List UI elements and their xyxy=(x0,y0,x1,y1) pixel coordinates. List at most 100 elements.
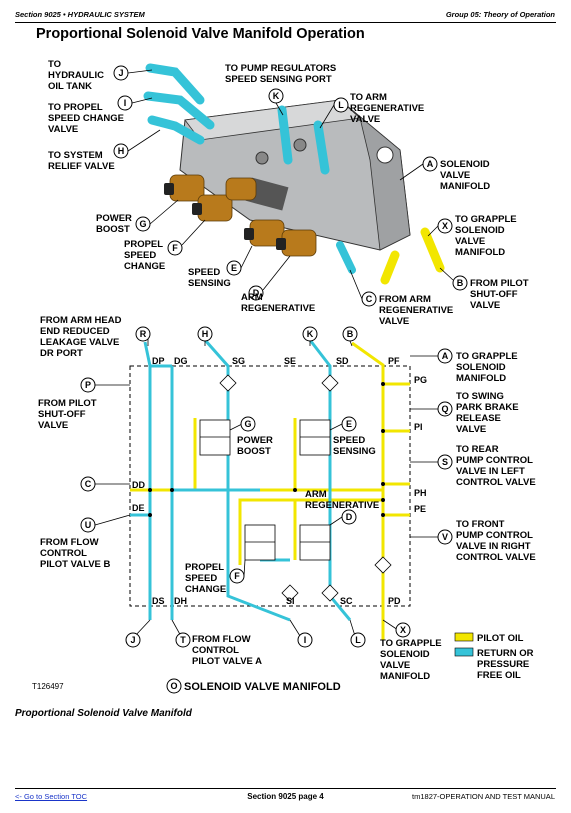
callout-L: L xyxy=(350,632,366,648)
svg-text:X: X xyxy=(400,625,406,635)
callout-I-top: I xyxy=(117,95,133,111)
callout-D-top: D xyxy=(248,285,264,301)
port-DS: DS xyxy=(152,596,165,606)
svg-text:C: C xyxy=(85,479,92,489)
svg-text:R: R xyxy=(140,329,147,339)
port-SG: SG xyxy=(232,356,245,366)
callout-R: R xyxy=(135,326,151,342)
callout-C-top: C xyxy=(361,291,377,307)
port-DD: DD xyxy=(132,480,145,490)
figure-id: T126497 xyxy=(32,682,64,691)
port-SD: SD xyxy=(336,356,349,366)
svg-text:L: L xyxy=(338,100,344,110)
svg-text:P: P xyxy=(85,380,91,390)
callout-I: I xyxy=(297,632,313,648)
port-SC: SC xyxy=(340,596,353,606)
svg-text:D: D xyxy=(346,512,353,522)
manual-title: tm1827-OPERATION AND TEST MANUAL xyxy=(412,792,555,801)
port-PE: PE xyxy=(414,504,426,514)
callout-L-top: L xyxy=(333,97,349,113)
callout-B: B xyxy=(342,326,358,342)
callout-A: A xyxy=(437,348,453,364)
callout-Q: Q xyxy=(437,401,453,417)
svg-text:H: H xyxy=(118,146,125,156)
callout-G: G xyxy=(240,416,256,432)
figure-caption: Proportional Solenoid Valve Manifold xyxy=(15,708,192,719)
callout-U: U xyxy=(80,517,96,533)
port-DE: DE xyxy=(132,503,145,513)
callout-V: V xyxy=(437,529,453,545)
header-section: Section 9025 • HYDRAULIC SYSTEM xyxy=(15,10,145,19)
callout-K: K xyxy=(302,326,318,342)
callout-X: X xyxy=(395,622,411,638)
svg-text:I: I xyxy=(304,635,307,645)
svg-text:L: L xyxy=(355,635,361,645)
svg-text:K: K xyxy=(307,329,314,339)
svg-text:H: H xyxy=(202,329,209,339)
callout-C: C xyxy=(80,476,96,492)
callout-T: T xyxy=(175,632,191,648)
svg-text:D: D xyxy=(253,288,260,298)
svg-text:X: X xyxy=(442,221,448,231)
callout-P: P xyxy=(80,377,96,393)
callout-E: E xyxy=(341,416,357,432)
label-solenoid-valve-manifold-bottom: SOLENOID VALVE MANIFOLD xyxy=(184,681,341,693)
go-to-section-toc-link[interactable]: <- Go to Section TOC xyxy=(15,792,88,801)
callout-G-top: G xyxy=(135,216,151,232)
port-DH: DH xyxy=(174,596,187,606)
svg-text:B: B xyxy=(347,329,354,339)
port-PF: PF xyxy=(388,356,400,366)
svg-text:E: E xyxy=(346,419,352,429)
callout-O: O xyxy=(166,678,182,694)
header-group: Group 05: Theory of Operation xyxy=(445,10,555,19)
svg-text:S: S xyxy=(442,457,448,467)
callout-K-top: K xyxy=(268,88,284,104)
svg-text:T: T xyxy=(180,635,186,645)
svg-text:J: J xyxy=(118,68,123,78)
port-PD: PD xyxy=(388,596,401,606)
svg-text:A: A xyxy=(442,351,449,361)
legend-pilot-swatch xyxy=(454,632,474,642)
callout-S: S xyxy=(437,454,453,470)
svg-text:B: B xyxy=(457,278,464,288)
port-DG: DG xyxy=(174,356,188,366)
callout-F: F xyxy=(229,568,245,584)
footer-divider xyxy=(15,788,556,789)
callout-J: J xyxy=(125,632,141,648)
callout-J-top: J xyxy=(113,65,129,81)
svg-text:G: G xyxy=(139,219,146,229)
hydraulic-schematic xyxy=(94,334,438,640)
svg-text:G: G xyxy=(244,419,251,429)
callout-B-top: B xyxy=(452,275,468,291)
svg-text:U: U xyxy=(85,520,92,530)
legend-return-swatch xyxy=(454,647,474,657)
port-PI: PI xyxy=(414,422,423,432)
port-PH: PH xyxy=(414,488,427,498)
svg-text:I: I xyxy=(124,98,127,108)
svg-text:A: A xyxy=(427,159,434,169)
port-SI: SI xyxy=(286,596,295,606)
